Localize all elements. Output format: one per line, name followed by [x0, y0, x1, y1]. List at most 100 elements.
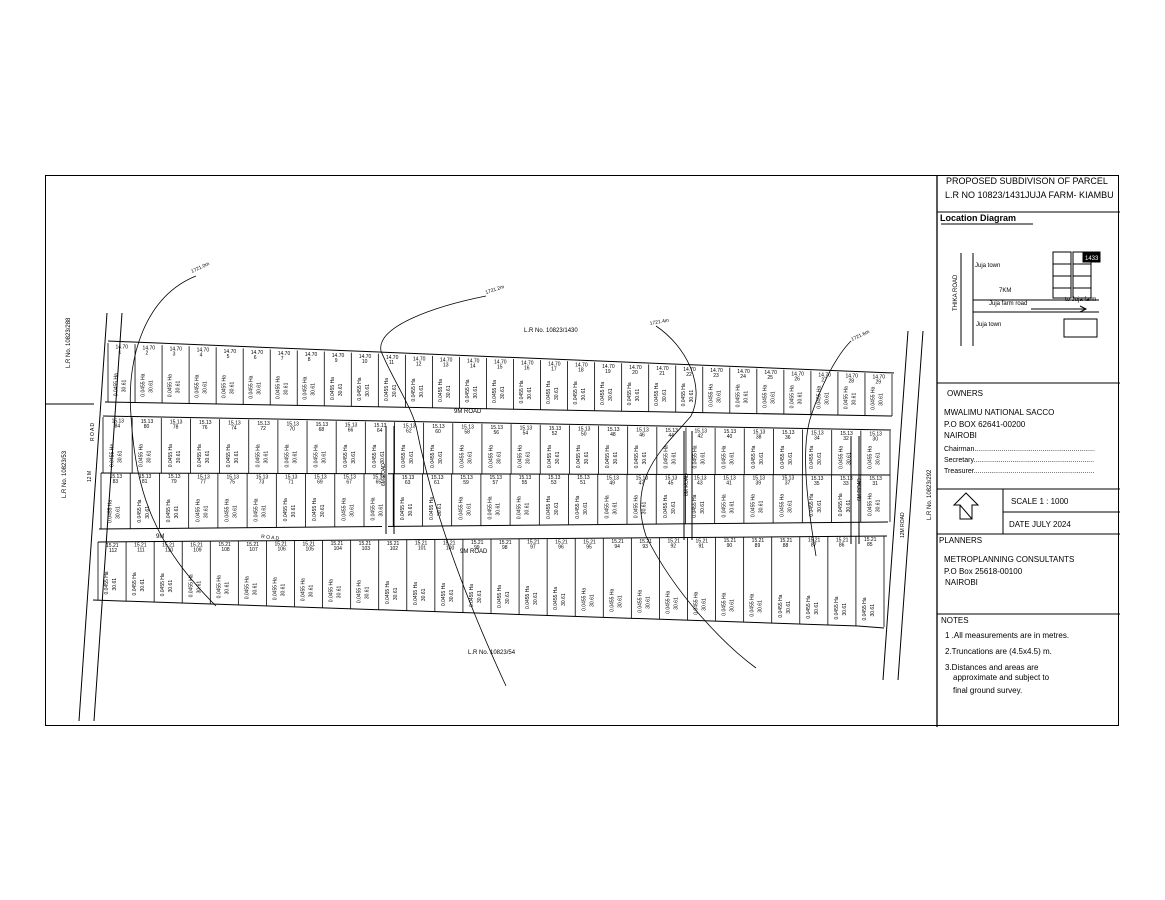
plot-frontage-40: 15.13 — [724, 429, 737, 435]
plot-frontage-103: 15.21 — [359, 541, 372, 547]
plot-number-37: 37 — [785, 481, 791, 487]
plot-depth-25: 30.61 — [770, 391, 776, 404]
plot-depth-18: 30.61 — [581, 388, 587, 401]
plot-frontage-23: 14.70 — [710, 368, 723, 374]
plot-area-73: 0.0455 Ha — [254, 498, 260, 521]
plot-number-78: 78 — [173, 424, 179, 430]
neighbor-bottom-label: L.R No. 10823/54 — [468, 650, 516, 656]
plot-number-25: 25 — [767, 375, 773, 381]
plot-frontage-56: 15.13 — [491, 425, 504, 431]
plot-area-46: 0.0455 Ha — [634, 445, 640, 468]
plot-area-97: 0.0455 Ha — [525, 586, 531, 609]
plot-area-101: 0.0455 Ha — [413, 582, 419, 605]
plot-frontage-27: 14.70 — [818, 372, 831, 378]
plot-depth-65: 30.61 — [379, 504, 385, 517]
plot-number-53: 53 — [551, 480, 557, 486]
plot-area-1: 0.0455 Ha — [114, 373, 120, 396]
plot-depth-76: 30.61 — [205, 451, 211, 464]
note-2: 2.Truncations are (4.5x4.5) m. — [945, 647, 1052, 656]
plot-depth-67: 30.61 — [349, 504, 355, 517]
plot-depth-26: 30.61 — [797, 392, 803, 405]
plot-area-21: 0.0455 Ha — [654, 383, 660, 406]
plot-number-15: 15 — [497, 365, 503, 371]
plot-number-7: 7 — [281, 356, 284, 362]
plot-depth-4: 30.61 — [203, 381, 209, 394]
plot-frontage-87: 15.21 — [808, 538, 821, 544]
plot-number-108: 108 — [221, 547, 230, 553]
plot-area-93: 0.0455 Ha — [637, 590, 643, 613]
plot-number-47: 47 — [639, 480, 645, 486]
plot-number-77: 77 — [200, 479, 206, 485]
plot-depth-68: 30.61 — [322, 451, 328, 464]
plot-area-50: 0.0455 Ha — [576, 445, 582, 468]
plot-area-60: 0.0455 Ha — [430, 445, 436, 468]
plot-depth-86: 30.61 — [842, 603, 848, 616]
plot-depth-5: 30.61 — [230, 381, 236, 394]
plot-depth-50: 30.61 — [584, 451, 590, 464]
plot-area-102: 0.0455 Ha — [385, 581, 391, 604]
plot-frontage-64: 15.13 — [374, 423, 387, 429]
plot-number-9: 9 — [335, 358, 338, 364]
plot-number-20: 20 — [632, 370, 638, 376]
plot-area-61: 0.0455 Ha — [429, 497, 435, 520]
plot-area-49: 0.0455 Ha — [604, 495, 610, 518]
plot-depth-110: 30.61 — [168, 580, 174, 593]
plot-frontage-29: 14.70 — [872, 374, 885, 380]
plot-area-35: 0.0455 Ha — [809, 493, 815, 516]
plot-area-99: 0.0455 Ha — [469, 584, 475, 607]
plot-area-64: 0.0455 Ha — [372, 444, 378, 467]
plot-depth-94: 30.61 — [617, 595, 623, 608]
plot-depth-99: 30.61 — [477, 590, 483, 603]
plot-depth-108: 30.61 — [224, 582, 230, 595]
plot-depth-52: 30.61 — [555, 451, 561, 464]
plot-area-57: 0.0455 Ha — [488, 496, 494, 519]
plot-number-102: 102 — [390, 546, 399, 552]
plot-frontage-39: 15.13 — [753, 476, 766, 482]
plot-depth-104: 30.61 — [337, 585, 343, 598]
plot-area-39: 0.0455 Ha — [751, 494, 757, 517]
plot-number-73: 73 — [259, 479, 265, 485]
plot-depth-13: 30.61 — [446, 385, 452, 398]
date-label: DATE JULY 2024 — [1009, 520, 1071, 529]
plot-frontage-69: 15.13 — [314, 475, 327, 481]
plot-number-63: 63 — [405, 480, 411, 486]
plot-depth-49: 30.61 — [612, 502, 618, 515]
plot-area-84: 0.0455 Ha — [110, 444, 116, 467]
plot-frontage-12: 14.70 — [413, 356, 426, 362]
plot-depth-106: 30.61 — [280, 584, 286, 597]
plot-depth-69: 30.61 — [320, 504, 326, 517]
plot-area-65: 0.0455 Ha — [371, 497, 377, 520]
plot-frontage-86: 15.21 — [836, 537, 849, 543]
note-3c: final ground survey. — [953, 686, 1023, 695]
plot-frontage-50: 15.13 — [578, 427, 591, 433]
plot-area-81: 0.0455 Ha — [137, 499, 143, 522]
plot-number-58: 58 — [464, 429, 470, 435]
plot-number-24: 24 — [740, 374, 746, 380]
plot-number-33: 33 — [843, 481, 849, 487]
plot-frontage-108: 15.21 — [218, 542, 231, 548]
plot-depth-88: 30.61 — [786, 601, 792, 614]
juja-town-bottom-label: Juja town — [976, 322, 1002, 328]
plot-number-28: 28 — [848, 378, 854, 384]
plot-area-51: 0.0455 Ha — [575, 495, 581, 518]
plot-number-41: 41 — [726, 481, 732, 487]
location-heading: Location Diagram — [940, 213, 1017, 223]
plot-number-103: 103 — [362, 546, 371, 552]
plot-number-66: 66 — [348, 427, 354, 433]
plot-number-92: 92 — [670, 544, 676, 550]
plot-depth-61: 30.61 — [437, 503, 443, 516]
plot-area-37: 0.0455 Ha — [780, 494, 786, 517]
plot-depth-14: 30.61 — [473, 386, 479, 399]
plot-depth-112: 30.61 — [112, 578, 118, 591]
plot-depth-92: 30.61 — [673, 597, 679, 610]
plot-depth-64: 30.61 — [380, 451, 386, 464]
plot-number-68: 68 — [319, 427, 325, 433]
plot-depth-66: 30.61 — [351, 451, 357, 464]
plot-frontage-31: 15.13 — [869, 476, 882, 482]
plot-number-56: 56 — [494, 430, 500, 436]
plot-area-53: 0.0455 Ha — [546, 496, 552, 519]
plot-depth-30: 30.61 — [875, 452, 881, 465]
plot-frontage-14: 14.70 — [467, 358, 480, 364]
plot-depth-63: 30.61 — [408, 504, 414, 517]
plot-frontage-35: 15.13 — [811, 476, 824, 482]
